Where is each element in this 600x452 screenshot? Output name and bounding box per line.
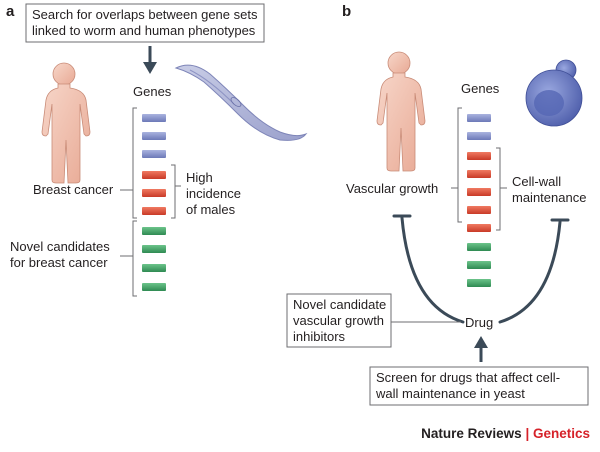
cell-wall-line-1: Cell-wall — [512, 174, 561, 189]
gene-bar — [142, 114, 166, 122]
gene-bar — [142, 171, 166, 179]
screen-box-line-2: wall maintenance in yeast — [375, 386, 525, 401]
novel-candidates-line-2: for breast cancer — [10, 255, 108, 270]
cell-wall-line-2: maintenance — [512, 190, 586, 205]
journal-name: Nature Reviews — [421, 426, 522, 441]
search-down-arrow-icon — [143, 46, 157, 74]
worm-icon — [174, 64, 308, 141]
panel-b-letter: b — [342, 3, 351, 20]
novel-inhibitors-line-3: inhibitors — [293, 329, 346, 344]
gene-bar — [142, 227, 166, 235]
screen-box: Screen for drugs that affect cell- wall … — [369, 366, 589, 406]
journal-footer: Nature Reviews | Genetics — [421, 426, 590, 441]
search-box-line-1: Search for overlaps between gene sets — [32, 7, 258, 22]
gene-bar — [142, 150, 166, 158]
inhibit-cell-wall-arc — [498, 220, 562, 324]
gene-bar — [142, 207, 166, 215]
search-box-line-2: linked to worm and human phenotypes — [32, 23, 256, 38]
brackets-b — [451, 107, 507, 231]
gene-bar — [142, 132, 166, 140]
gene-bar — [467, 114, 491, 122]
gene-bar — [142, 283, 166, 291]
human-icon — [41, 62, 91, 184]
gene-bar — [467, 152, 491, 160]
inhibit-vascular-arc — [400, 216, 465, 324]
novel-inhibitors-line-2: vascular growth — [293, 313, 384, 328]
screen-box-line-1: Screen for drugs that affect cell- — [376, 370, 560, 385]
brackets-a — [120, 107, 181, 297]
novel-inhibitors-box: Novel candidate vascular growth inhibito… — [286, 293, 392, 348]
gene-bar — [467, 132, 491, 140]
journal-separator: | — [521, 426, 533, 441]
gene-bar — [467, 188, 491, 196]
search-box: Search for overlaps between gene sets li… — [25, 3, 265, 43]
gene-bars-b — [467, 114, 491, 287]
gene-bar — [467, 243, 491, 251]
genes-label-a: Genes — [133, 84, 172, 99]
novel-candidates-line-1: Novel candidates — [10, 239, 110, 254]
gene-bar — [467, 206, 491, 214]
high-incidence-line-1: High — [186, 170, 213, 185]
novel-inhibitors-line-1: Novel candidate — [293, 297, 386, 312]
gene-bar — [467, 170, 491, 178]
human-icon — [376, 51, 426, 172]
gene-bar — [467, 224, 491, 232]
genes-label-b: Genes — [461, 81, 500, 96]
drug-label: Drug — [465, 315, 493, 330]
breast-cancer-label: Breast cancer — [33, 182, 114, 197]
vascular-growth-label: Vascular growth — [346, 181, 438, 196]
inhibition-arcs — [392, 214, 570, 324]
screen-up-arrow-icon — [474, 336, 488, 362]
yeast-cell-icon — [525, 59, 583, 127]
gene-bars-a — [142, 114, 166, 291]
high-incidence-line-2: incidence — [186, 186, 241, 201]
journal-section: Genetics — [532, 426, 590, 441]
high-incidence-line-3: of males — [186, 202, 236, 217]
panel-a-letter: a — [6, 3, 15, 20]
gene-bar — [467, 279, 491, 287]
gene-bar — [142, 245, 166, 253]
gene-bar — [142, 264, 166, 272]
gene-bar — [142, 189, 166, 197]
gene-bar — [467, 261, 491, 269]
